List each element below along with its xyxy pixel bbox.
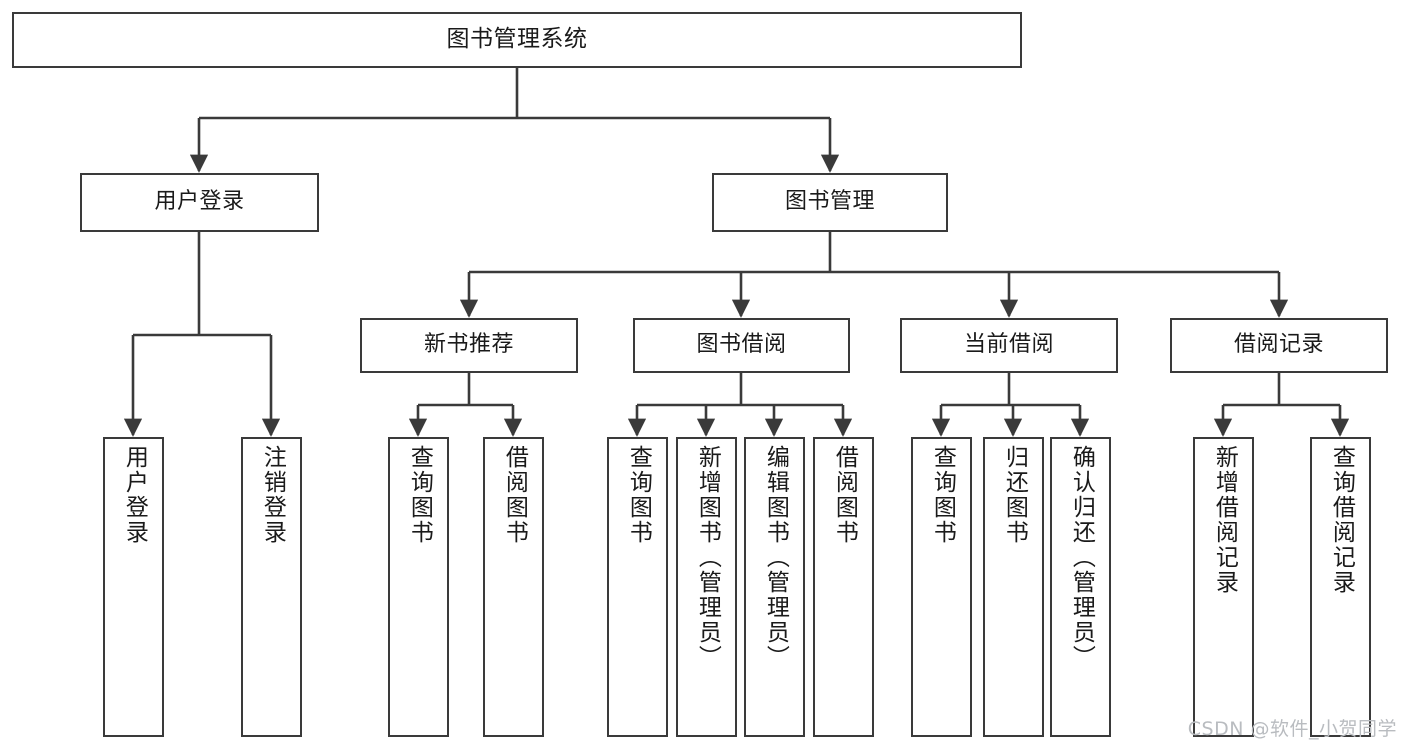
node-root-label: 图书管理系统: [446, 26, 588, 53]
node-leaf-query-book-3-label: 查询图书: [929, 445, 956, 545]
node-new-book-rec[interactable]: 新书推荐: [360, 318, 578, 373]
node-leaf-query-record[interactable]: 查询借阅记录: [1310, 437, 1371, 737]
node-user-login[interactable]: 用户登录: [80, 173, 319, 232]
node-leaf-logout-label: 注销登录: [259, 445, 286, 545]
node-book-borrow[interactable]: 图书借阅: [633, 318, 850, 373]
node-root[interactable]: 图书管理系统: [12, 12, 1022, 68]
node-leaf-add-book-label: 新增图书（管理员）: [694, 445, 721, 670]
node-leaf-return-book-label: 归还图书: [1001, 445, 1028, 545]
node-leaf-query-book-3[interactable]: 查询图书: [911, 437, 972, 737]
node-leaf-query-book-2-label: 查询图书: [625, 445, 652, 545]
node-leaf-query-record-label: 查询借阅记录: [1328, 445, 1355, 595]
node-book-manage-label: 图书管理: [784, 189, 875, 215]
node-leaf-edit-book-label: 编辑图书（管理员）: [762, 445, 789, 670]
node-leaf-query-book-1[interactable]: 查询图书: [388, 437, 449, 737]
node-leaf-query-book-1-label: 查询图书: [406, 445, 433, 545]
node-leaf-return-book[interactable]: 归还图书: [983, 437, 1044, 737]
node-borrow-record-label: 借阅记录: [1233, 332, 1324, 358]
node-leaf-add-book[interactable]: 新增图书（管理员）: [676, 437, 737, 737]
node-leaf-edit-book[interactable]: 编辑图书（管理员）: [744, 437, 805, 737]
node-new-book-rec-label: 新书推荐: [423, 332, 514, 358]
node-leaf-borrow-book-1-label: 借阅图书: [501, 445, 528, 545]
node-leaf-add-record[interactable]: 新增借阅记录: [1193, 437, 1254, 737]
node-user-login-label: 用户登录: [154, 189, 245, 215]
node-current-borrow-label: 当前借阅: [963, 332, 1054, 358]
node-leaf-user-login[interactable]: 用户登录: [103, 437, 164, 737]
node-leaf-confirm-return-label: 确认归还（管理员）: [1068, 445, 1095, 670]
node-leaf-borrow-book-1[interactable]: 借阅图书: [483, 437, 544, 737]
node-leaf-user-login-label: 用户登录: [121, 445, 148, 545]
node-leaf-confirm-return[interactable]: 确认归还（管理员）: [1050, 437, 1111, 737]
node-leaf-add-record-label: 新增借阅记录: [1211, 445, 1238, 595]
node-book-manage[interactable]: 图书管理: [712, 173, 948, 232]
node-borrow-record[interactable]: 借阅记录: [1170, 318, 1388, 373]
node-book-borrow-label: 图书借阅: [696, 332, 787, 358]
node-leaf-logout[interactable]: 注销登录: [241, 437, 302, 737]
node-leaf-query-book-2[interactable]: 查询图书: [607, 437, 668, 737]
node-current-borrow[interactable]: 当前借阅: [900, 318, 1118, 373]
node-leaf-borrow-book-2-label: 借阅图书: [831, 445, 858, 545]
node-leaf-borrow-book-2[interactable]: 借阅图书: [813, 437, 874, 737]
